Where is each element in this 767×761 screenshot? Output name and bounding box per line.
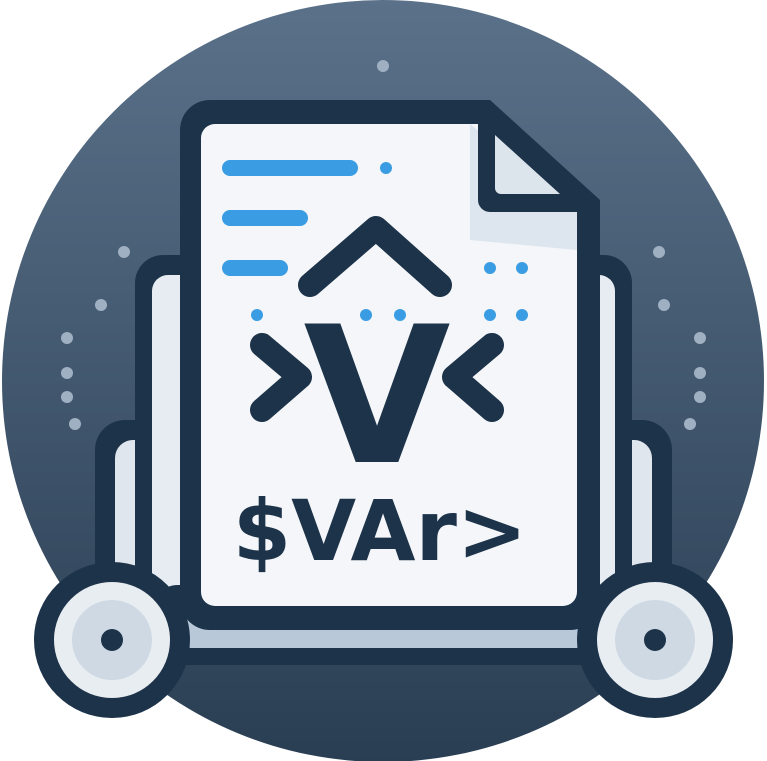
center-letter: V	[303, 286, 450, 507]
text-lines	[222, 160, 528, 321]
wheel-icon	[577, 562, 733, 718]
decorative-dots	[61, 60, 706, 430]
chevron-left-icon	[442, 333, 504, 422]
chevron-right-icon	[250, 333, 312, 422]
wheel-icon	[34, 562, 190, 718]
variable-label: $VAr>	[233, 482, 528, 580]
document-icon	[180, 100, 600, 630]
chevron-up-icon	[298, 216, 452, 297]
